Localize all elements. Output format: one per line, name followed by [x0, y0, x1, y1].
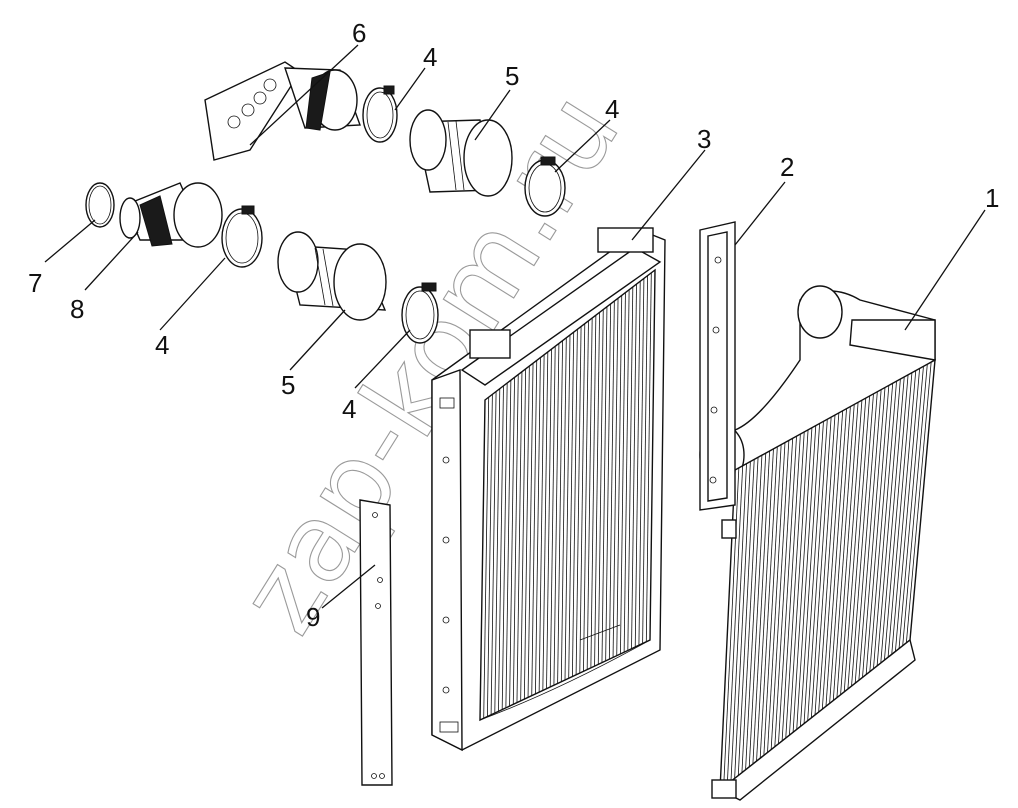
- hose-clamp-mid-left: [221, 205, 263, 268]
- o-ring: [85, 182, 115, 228]
- connecting-hose-bottom: [277, 231, 387, 321]
- side-bracket-right: [699, 221, 736, 511]
- hose-clamp-top-left: [362, 85, 398, 143]
- connecting-hose-top: [409, 109, 513, 197]
- leader-lines: [44, 44, 986, 609]
- callout-4-top-left: 4: [423, 42, 437, 72]
- callout-3: 3: [697, 124, 711, 154]
- hose-clamp-top-right: [524, 156, 566, 217]
- radiator: [431, 227, 666, 752]
- callout-4-top-right: 4: [605, 94, 619, 124]
- callout-1: 1: [985, 183, 999, 213]
- callout-6: 6: [352, 18, 366, 48]
- callout-4-bottom: 4: [342, 394, 356, 424]
- callout-numbers: 1 2 3 4 4 4 4 5 5 6 7 8 9: [28, 18, 999, 632]
- callout-2: 2: [780, 152, 794, 182]
- callout-8: 8: [70, 294, 84, 324]
- inlet-pipe: [119, 182, 223, 248]
- callout-5-bottom: 5: [281, 370, 295, 400]
- callout-9: 9: [306, 602, 320, 632]
- side-bracket-left: [359, 499, 393, 786]
- outlet-pipe-flange: [204, 61, 361, 161]
- hose-clamp-mid-right: [401, 282, 439, 344]
- callout-5-top: 5: [505, 61, 519, 91]
- callout-7: 7: [28, 268, 42, 298]
- callout-4-mid-left: 4: [155, 330, 169, 360]
